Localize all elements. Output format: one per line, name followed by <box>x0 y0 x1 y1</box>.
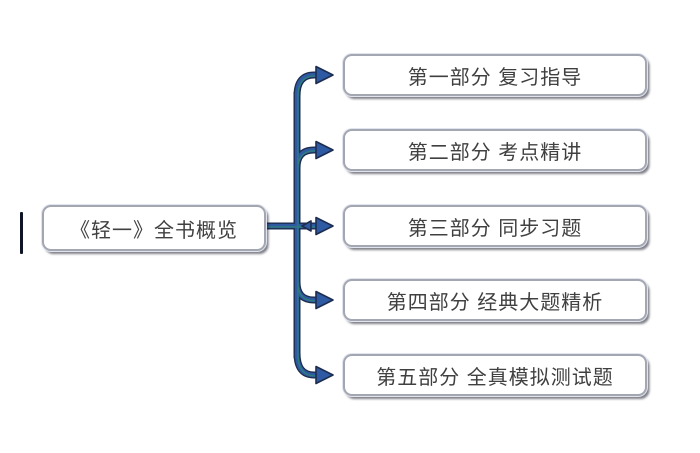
cropped-connector-stub <box>20 212 23 254</box>
arrow-right-icon <box>315 216 334 236</box>
arrow-left-icon <box>301 220 312 232</box>
branch-node-part1: 第一部分 复习指导 <box>343 54 647 96</box>
branch-node-part5: 第五部分 全真模拟测试题 <box>343 354 647 396</box>
branch-node-label: 第五部分 全真模拟测试题 <box>376 366 614 389</box>
branch-node-part2: 第二部分 考点精讲 <box>343 129 647 171</box>
root-node: 《轻一》全书概览 <box>42 205 266 251</box>
arrow-right-icon <box>315 65 334 85</box>
branch-node-part4: 第四部分 经典大题精析 <box>343 279 647 321</box>
branch-node-label: 第四部分 经典大题精析 <box>386 291 604 314</box>
branch-node-part3: 第三部分 同步习题 <box>343 205 647 247</box>
arrow-right-icon <box>315 365 334 385</box>
branch-node-label: 第三部分 同步习题 <box>407 217 583 240</box>
arrow-right-icon <box>315 290 334 310</box>
connector-accent-layer <box>266 75 317 377</box>
branch-node-label: 第二部分 考点精讲 <box>407 141 583 164</box>
arrow-right-icon <box>315 140 334 160</box>
root-node-label: 《轻一》全书概览 <box>70 219 238 242</box>
branch-node-label: 第一部分 复习指导 <box>407 66 583 89</box>
arrowheads-layer <box>301 65 334 385</box>
